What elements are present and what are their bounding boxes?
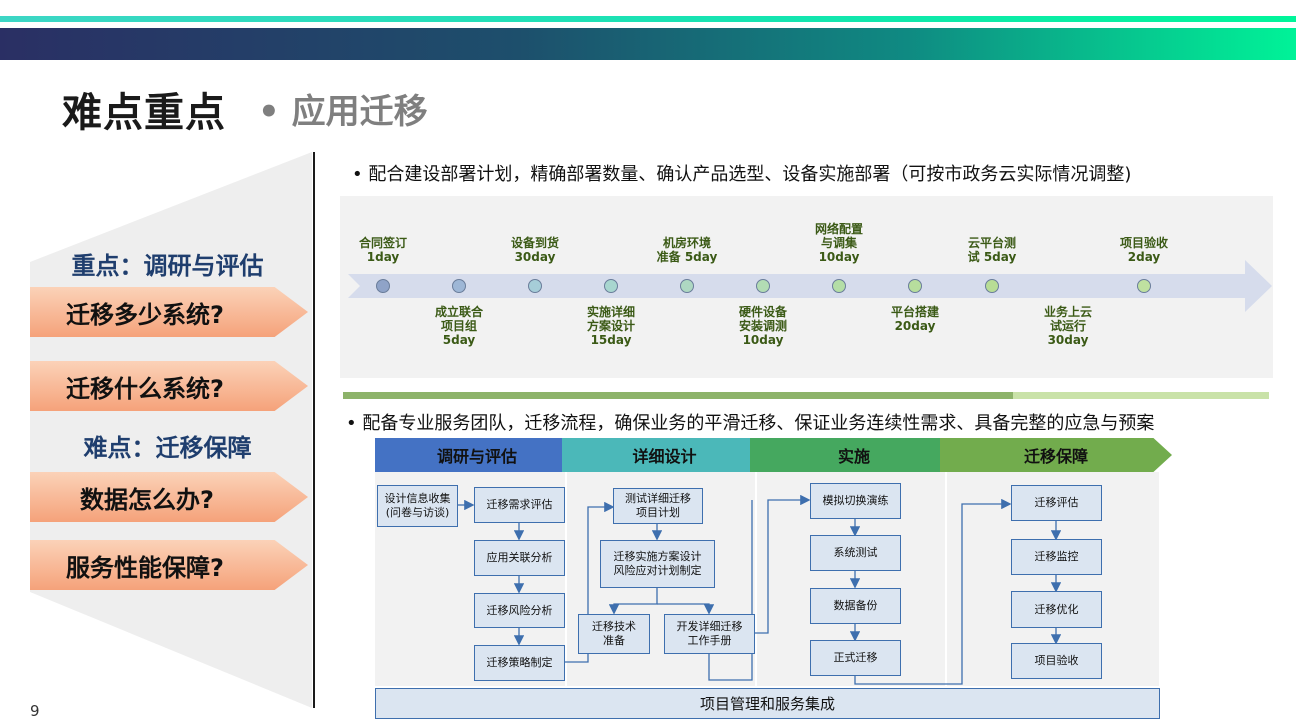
phase-research: 调研与评估 <box>375 438 579 472</box>
header-gradient-band <box>0 28 1296 60</box>
timeline-milestone-dot <box>680 279 694 293</box>
timeline-milestone-dot <box>985 279 999 293</box>
box-impl-plan: 迁移实施方案设计风险应对计划制定 <box>600 540 715 588</box>
phase-design: 详细设计 <box>562 438 767 472</box>
timeline-milestone-dot <box>756 279 770 293</box>
timeline-milestone-dot <box>528 279 542 293</box>
phase-implementation-label: 实施 <box>837 447 870 466</box>
phase-assurance-label: 迁移保障 <box>1023 447 1088 466</box>
box-project-acceptance: 项目验收 <box>1011 643 1102 679</box>
difficulty-item-2: 服务性能保障? <box>30 540 308 590</box>
box-requirement-eval: 迁移需求评估 <box>474 487 565 523</box>
timeline-milestone-dot <box>1137 279 1151 293</box>
box-migration-assess: 迁移评估 <box>1011 485 1102 521</box>
timeline-milestone-dot <box>832 279 846 293</box>
bullet-deployment-plan: • 配合建设部署计划，精确部署数量、确认产品选型、设备实施部署（可按市政务云实际… <box>352 164 1132 185</box>
phase-implementation: 实施 <box>750 438 958 472</box>
timeline-milestone-dot <box>908 279 922 293</box>
focus-section-label: 重点：调研与评估 <box>71 252 264 280</box>
box-system-test: 系统测试 <box>810 535 901 571</box>
separator-bar-right <box>1013 392 1269 399</box>
box-work-manual: 开发详细迁移工作手册 <box>664 614 755 654</box>
phase-assurance: 迁移保障 <box>940 438 1172 472</box>
box-migration-monitor: 迁移监控 <box>1011 539 1102 575</box>
focus-item-1: 迁移多少系统? <box>30 287 308 337</box>
box-app-relation: 应用关联分析 <box>474 540 565 576</box>
timeline-milestone-dot <box>452 279 466 293</box>
phase-research-label: 调研与评估 <box>436 447 517 466</box>
project-management-bar: 项目管理和服务集成 <box>375 688 1160 719</box>
box-switch-drill: 模拟切换演练 <box>810 483 901 519</box>
box-test-plan: 测试详细迁移项目计划 <box>613 488 703 524</box>
timeline-arrow <box>348 260 1272 312</box>
phase-design-label: 详细设计 <box>632 447 697 466</box>
timeline-milestone-dot <box>376 279 390 293</box>
box-collect-info: 设计信息收集(问卷与访谈) <box>377 485 458 527</box>
difficulty-section-label: 难点：迁移保障 <box>83 434 252 462</box>
box-strategy: 迁移策略制定 <box>474 645 565 681</box>
difficulty-item-1: 数据怎么办? <box>30 472 308 522</box>
bullet-service-team: • 配备专业服务团队，迁移流程，确保业务的平滑迁移、保证业务连续性需求、具备完整… <box>346 413 1155 434</box>
page-number: 9 <box>30 702 40 720</box>
timeline-milestone-label: 机房环境准备 5day <box>656 236 718 264</box>
box-data-backup: 数据备份 <box>810 588 901 624</box>
box-risk-analysis: 迁移风险分析 <box>474 593 565 628</box>
page-title: 难点重点 <box>62 90 226 136</box>
box-formal-migration: 正式迁移 <box>810 640 901 676</box>
box-tech-prep: 迁移技术准备 <box>578 614 650 654</box>
separator-bar-left <box>343 392 1013 399</box>
timeline-milestone-dot <box>604 279 618 293</box>
page-subtitle: • 应用迁移 <box>258 92 428 132</box>
top-accent-band <box>0 16 1296 22</box>
focus-item-2: 迁移什么系统? <box>30 361 308 411</box>
divider-line <box>313 152 315 708</box>
box-migration-optimize: 迁移优化 <box>1011 591 1102 628</box>
timeline-milestone-label: 云平台测试 5day <box>967 236 1017 264</box>
